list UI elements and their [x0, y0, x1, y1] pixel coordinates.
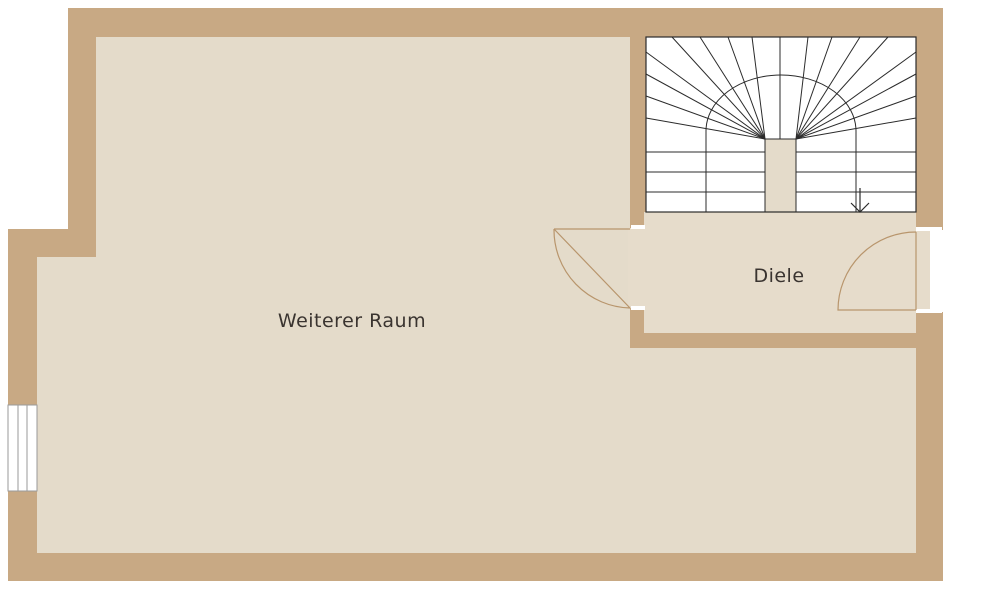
- stair-tread: [795, 73, 917, 140]
- window-left: [7, 404, 38, 492]
- stair-tread: [645, 117, 766, 140]
- stair-outline: [645, 36, 917, 213]
- stair-tread: [795, 36, 861, 140]
- stair-tread: [645, 95, 766, 140]
- door-jamb-top-left: [631, 225, 645, 229]
- stair-tread: [795, 36, 809, 140]
- main-room-floor: [37, 37, 916, 553]
- stair-tread: [671, 36, 766, 140]
- stair-tread: [795, 51, 917, 140]
- hall-floor: [644, 212, 916, 333]
- entrance-threshold: [930, 230, 944, 312]
- stair-tread: [795, 36, 889, 140]
- door-swing-left: [553, 228, 631, 309]
- stair-tread: [795, 95, 917, 140]
- stair-walkline: [705, 74, 857, 212]
- stair-tread: [751, 36, 766, 140]
- door-swing-right: [837, 231, 917, 311]
- stair-tread: [727, 36, 766, 140]
- stair-tread: [795, 36, 833, 140]
- door-jamb-top-right: [916, 227, 942, 231]
- door-jamb-bottom-left: [631, 306, 645, 310]
- stair-tread: [645, 73, 766, 140]
- staircase: [645, 36, 917, 213]
- stair-tread: [645, 51, 766, 140]
- door-jamb-bottom-right: [916, 309, 942, 313]
- hall-door-opening-left: [628, 228, 648, 308]
- room-label-main: Weiterer Raum: [278, 310, 426, 332]
- room-label-hall: Diele: [753, 265, 804, 287]
- arrow-down-icon: [850, 188, 870, 213]
- stair-well: [764, 138, 797, 213]
- inner-wall-bottom: [630, 333, 916, 348]
